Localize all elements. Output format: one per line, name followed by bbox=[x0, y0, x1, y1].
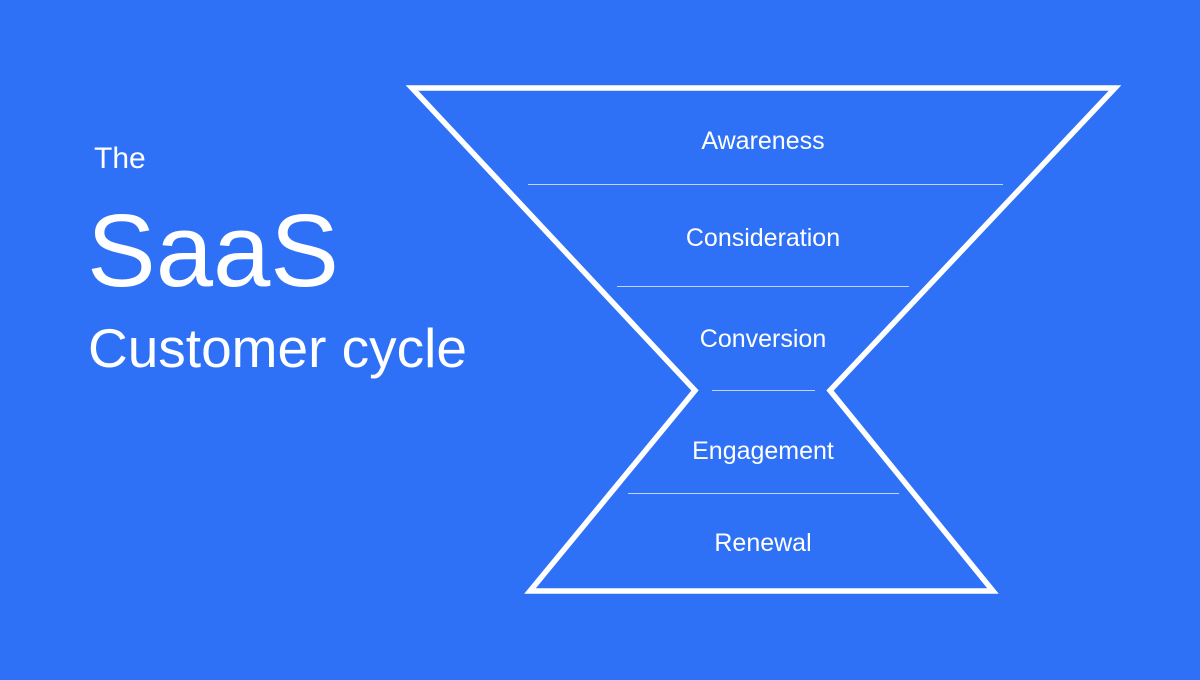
stage-label-awareness: Awareness bbox=[701, 127, 825, 155]
hourglass-shape bbox=[405, 85, 1122, 594]
stage-divider-awareness bbox=[528, 184, 1003, 185]
title-main: SaaS bbox=[87, 193, 339, 308]
stage-divider-consideration bbox=[617, 286, 909, 287]
stage-label-consideration: Consideration bbox=[685, 224, 841, 252]
stage-divider-conversion bbox=[712, 390, 815, 391]
title-sub: Customer cycle bbox=[88, 317, 467, 379]
stage-label-conversion: Conversion bbox=[699, 325, 827, 353]
stage-label-engagement: Engagement bbox=[692, 437, 834, 465]
stage-label-renewal: Renewal bbox=[714, 529, 812, 557]
title-pre: The bbox=[94, 142, 146, 175]
stage-divider-engagement bbox=[628, 493, 899, 494]
